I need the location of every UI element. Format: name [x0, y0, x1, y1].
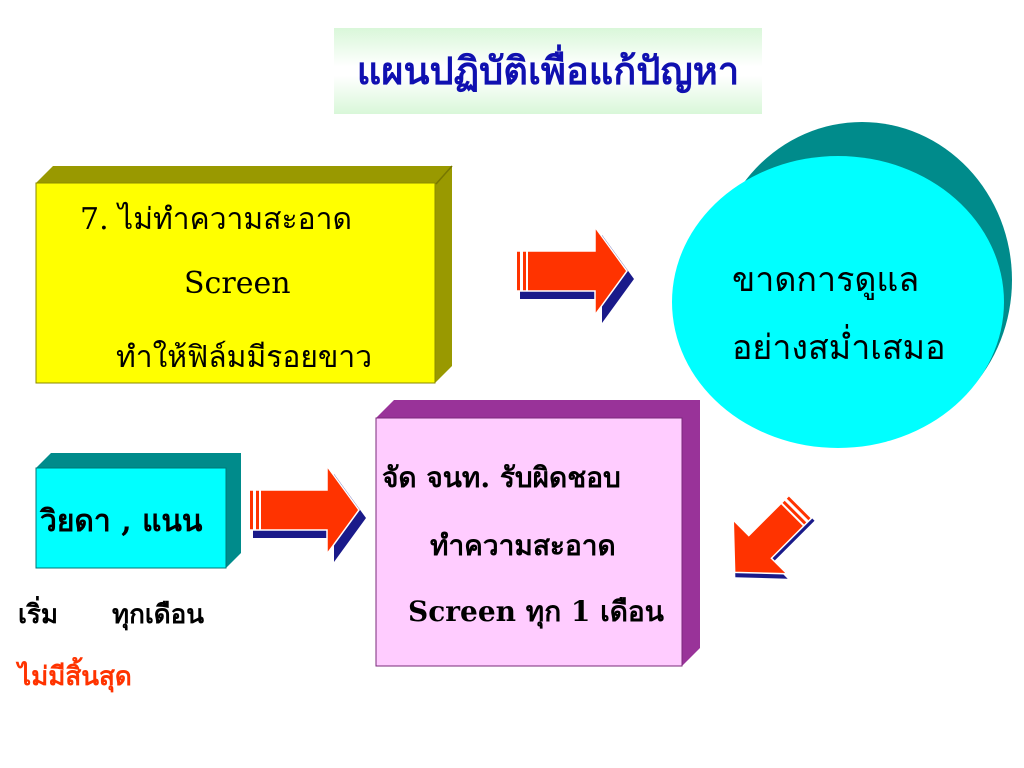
problem-box	[35, 165, 453, 384]
schedule-end-label: ไม่มีสิ้นสุด	[18, 662, 132, 692]
owner-label: วิยดา , แนน	[40, 504, 203, 539]
arrow-problem-to-cause	[512, 224, 634, 323]
cause-line-1: ขาดการดูแล	[732, 260, 920, 300]
schedule-start-value: ทุกเดือน	[112, 600, 205, 630]
title-box	[334, 28, 762, 114]
page-title: แผนปฏิบัติเพื่อแก้ปัญหา	[356, 48, 740, 93]
action-box	[375, 400, 700, 667]
owner-box	[35, 453, 241, 569]
action-line-2: ทำความสะอาด	[430, 529, 616, 562]
problem-line-2: Screen	[184, 266, 291, 301]
action-line-1: จัด จนท. รับผิดชอบ	[382, 461, 621, 494]
schedule-start-label: เริ่ม	[18, 600, 58, 630]
arrow-cause-to-action	[732, 492, 815, 579]
problem-line-1: 7. ไม่ทำความสะอาด	[80, 202, 352, 237]
arrow-owner-to-action	[245, 463, 366, 562]
action-line-3: Screen ทุก 1 เดือน	[408, 595, 664, 628]
cause-circle	[672, 122, 1012, 448]
problem-line-3: ทำให้ฟิล์มมีรอยขาว	[116, 340, 373, 375]
cause-line-2: อย่างสม่ำเสมอ	[732, 328, 946, 368]
